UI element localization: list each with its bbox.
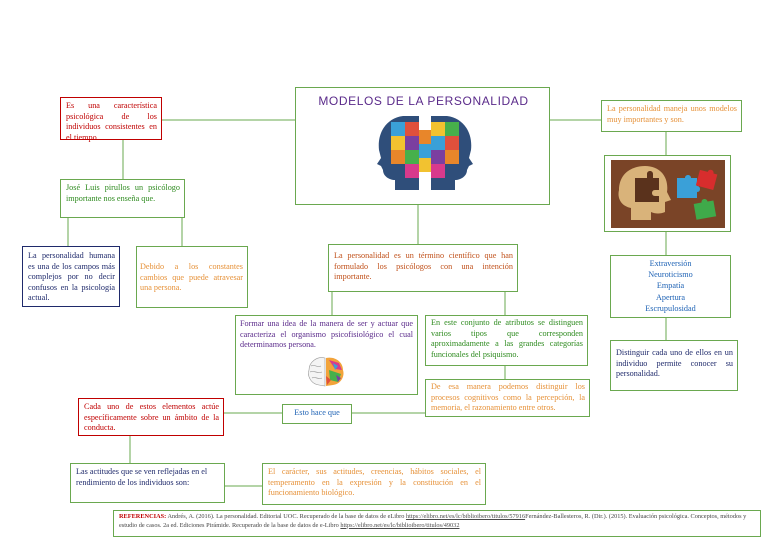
character-box: [262, 463, 486, 505]
trait-item: Neuroticismo: [648, 270, 693, 280]
attitudes-box: [70, 463, 225, 503]
definition-box: [60, 97, 162, 140]
this-makes-text: Esto hace que: [294, 408, 340, 417]
trait-item: Escrupulosidad: [645, 303, 696, 313]
this-makes-box: [282, 404, 352, 424]
models-text: La personalidad maneja unos modelos muy …: [607, 104, 737, 124]
distinguish-text: Distinguir cada uno de ellos en un indiv…: [616, 348, 733, 378]
character-text: El carácter, sus actitudes, creencias, h…: [268, 467, 481, 497]
idea-text: Formar una idea de la manera de ser y ac…: [240, 319, 413, 349]
pirullos-box: [60, 179, 185, 218]
attitudes-text: Las actitudes que se ven reflejadas en e…: [76, 467, 208, 487]
cognitive-processes-box: [425, 379, 590, 417]
traits-list: Extraversión Neuroticismo Empatía Apertu…: [610, 258, 731, 314]
colorful-brain-image: [308, 357, 344, 387]
page-title: MODELOS DE LA PERSONALIDAD: [318, 94, 529, 108]
models-box: [601, 100, 742, 132]
traits-box: [610, 255, 731, 318]
references-text: REFERENCIAS: Andrés, A. (2016). La perso…: [119, 513, 757, 530]
trait-item: Apertura: [655, 292, 686, 302]
cognitive-processes-text: De esa manera podemos distinguir los pro…: [431, 382, 585, 412]
reference-2-link[interactable]: https://elibro.net/es/lc/biblioibero/tit…: [340, 521, 460, 529]
elements-box: [78, 398, 224, 436]
constant-changes-text: Debido a los constantes cambios que pued…: [140, 262, 243, 292]
elements-text: Cada uno de estos elementos actúe especí…: [84, 402, 219, 432]
scientific-term-box: [328, 244, 518, 292]
reference-1-link[interactable]: https://elibro.net/es/lc/biblioibero/tit…: [405, 513, 526, 520]
complex-field-text: La personalidad humana es una de los cam…: [28, 251, 115, 302]
complex-field-box: [22, 246, 120, 307]
constant-changes-box: [136, 246, 248, 308]
references-box: [113, 510, 761, 537]
attributes-text: En este conjunto de atributos se disting…: [431, 318, 583, 359]
definition-text: Es una característica psicológica de los…: [66, 101, 157, 142]
puzzle-heads-image: [377, 116, 473, 190]
attributes-box: [425, 315, 588, 366]
title-box: MODELOS DE LA PERSONALIDAD: [295, 87, 550, 205]
scientific-term-text: La personalidad es un término científico…: [334, 251, 513, 281]
pirullos-text: José Luis pirullos un psicólogo importan…: [66, 183, 180, 203]
references-label: REFERENCIAS:: [119, 513, 167, 520]
distinguish-box: [610, 340, 738, 391]
reference-1-text: Andrés, A. (2016). La personalidad. Edit…: [166, 513, 406, 520]
puzzle-head-image: [611, 160, 725, 228]
trait-item: Extraversión: [649, 259, 692, 268]
trait-item: Empatía: [656, 281, 685, 291]
reference-2-text: Fernández-Ballesteros, R. (Dir.). (2015)…: [119, 513, 747, 529]
